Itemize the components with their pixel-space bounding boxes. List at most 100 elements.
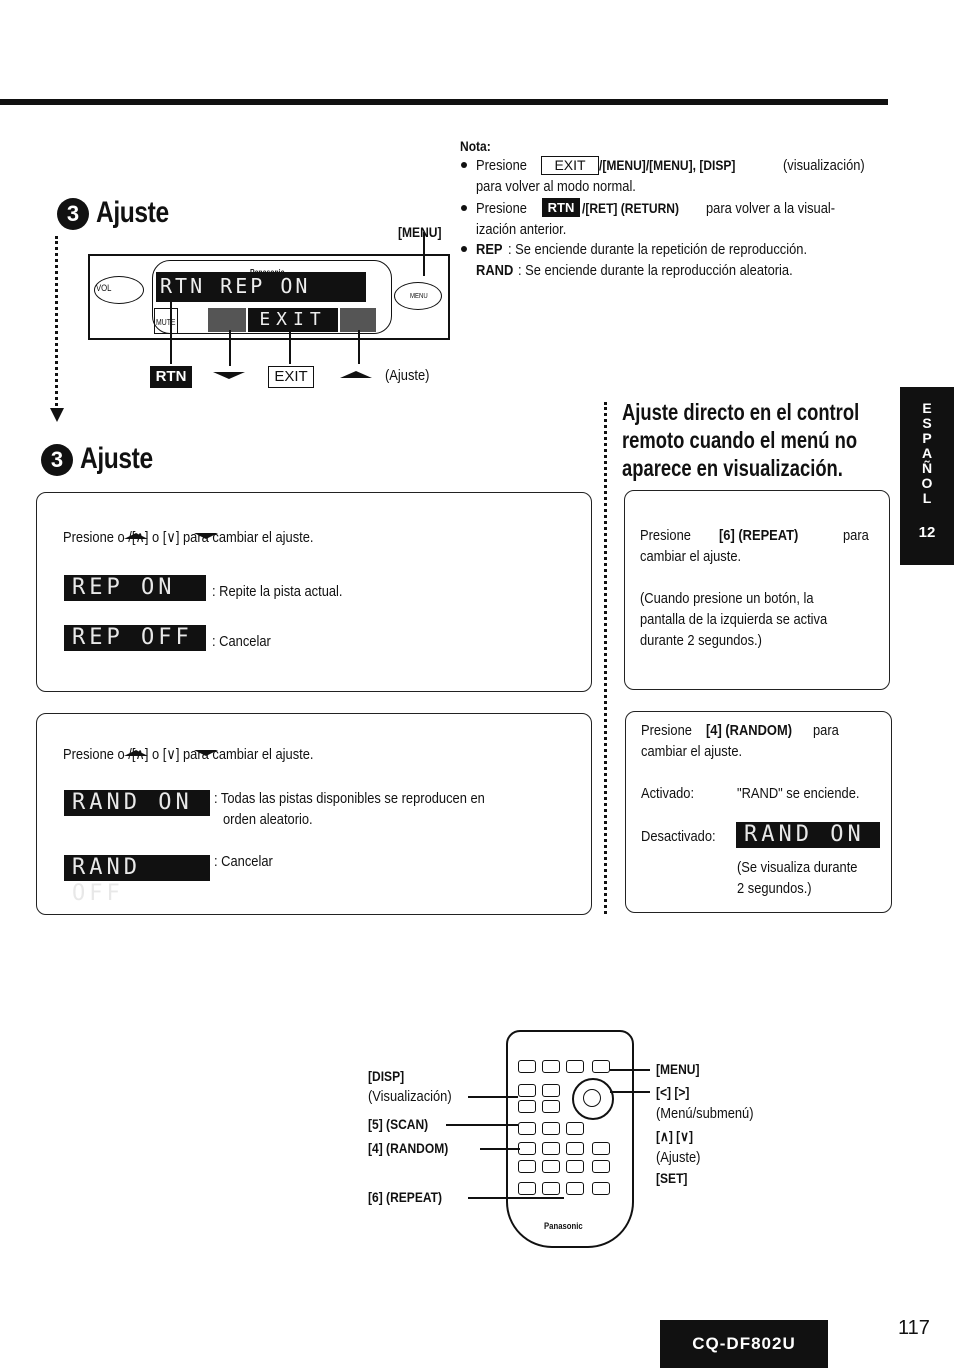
step-title: Ajuste (80, 442, 153, 475)
direct-rep-line: (Cuando presione un botón, la (640, 590, 814, 607)
rand-on-desc-2: orden aleatorio. (223, 811, 313, 828)
remote-button (518, 1084, 536, 1097)
callout-line (358, 330, 360, 364)
callout-line (468, 1096, 518, 1098)
remote-button (566, 1122, 584, 1135)
remote-button (592, 1142, 610, 1155)
repeat-label: [6] (REPEAT) (368, 1189, 443, 1205)
direct-rep-line: cambiar el ajuste. (640, 548, 742, 565)
direct-rand-pre: Presione (641, 722, 692, 739)
tab-letter: Ñ (921, 460, 933, 476)
direct-rand-note: 2 segundos.) (737, 880, 812, 897)
tab-letter: L (922, 490, 932, 506)
menu-key-label: [MENU] (656, 1061, 700, 1077)
nota-b2-keys: /[RET] (RETURN) (582, 200, 679, 216)
nota-b1-pre: Presione (476, 157, 527, 174)
callout-line (423, 232, 425, 276)
step-number-badge: 3 (57, 198, 89, 230)
up-arrow-icon (124, 533, 148, 539)
display-top (156, 272, 366, 302)
display-top-text: RTN REP ON (160, 274, 311, 298)
activado-label: Activado: (641, 785, 695, 802)
menu-knob (394, 282, 442, 310)
nota-b4-rest: : Se enciende durante la reproducción al… (518, 262, 793, 279)
head-unit-diagram: VOL Panasonic RTN REP ON MUTE EXIT MENU (88, 254, 450, 340)
callout-line (289, 330, 291, 364)
remote-button (566, 1060, 584, 1073)
tab-letter: P (922, 430, 932, 446)
direct-rep-post: para (843, 527, 869, 544)
remote-button (566, 1182, 584, 1195)
language-letters: E S P A Ñ O L (900, 387, 954, 506)
remote-button (542, 1182, 560, 1195)
nota-b2-pre: Presione (476, 200, 527, 217)
remote-brand: Panasonic (544, 1221, 583, 1231)
direct-random-box (625, 711, 892, 913)
down-button (208, 308, 246, 332)
set-key-label: [SET] (656, 1170, 688, 1186)
ud-key-label: [∧] [∨] (656, 1128, 694, 1144)
ajuste-label: (Ajuste) (385, 367, 430, 384)
remote-button (592, 1182, 610, 1195)
top-rule (0, 99, 888, 105)
callout-line (610, 1069, 650, 1071)
nota-b1-rest: (visualización) (783, 157, 865, 174)
page-number: 117 (898, 1317, 930, 1339)
mute-button (154, 308, 178, 334)
exit-key: EXIT (541, 156, 599, 175)
column-divider (604, 402, 607, 914)
disp-sub-label: (Visualización) (368, 1088, 452, 1105)
nota-heading: Nota: (460, 138, 491, 154)
display-bottom: EXIT (248, 308, 338, 332)
up-arrow-icon (124, 750, 148, 756)
lcd-rand-on: RAND ON (64, 790, 210, 816)
tab-letter: O (921, 475, 933, 491)
remote-button (518, 1142, 536, 1155)
rtn-key: RTN (542, 198, 580, 217)
step-title: Ajuste (96, 196, 169, 229)
direct-repeat-box (624, 490, 890, 690)
rep-instruction: Presione o /[∧] o [∨] para cambiar el aj… (63, 529, 314, 546)
ud-sub-label: (Ajuste) (656, 1149, 701, 1166)
nota-b2-line2: ización anterior. (476, 221, 567, 238)
activado-value: "RAND" se enciende. (737, 785, 860, 802)
heading-line: Ajuste directo en el control (622, 399, 860, 425)
bullet-icon (461, 162, 467, 168)
repeat-settings-box (36, 492, 592, 692)
step-connector (55, 236, 58, 411)
direct-rand-key: [4] (RANDOM) (706, 722, 792, 739)
desactivado-label: Desactivado: (641, 828, 716, 845)
exit-tag: EXIT (268, 366, 314, 388)
mute-label: MUTE (156, 318, 176, 327)
nota-b3-key: REP (476, 241, 503, 258)
tab-letter: S (922, 415, 932, 431)
down-arrow-icon (194, 750, 218, 756)
direct-rep-line: pantalla de la izquierda se activa (640, 611, 828, 628)
remote-control-diagram: Panasonic (506, 1030, 634, 1248)
rep-off-desc: : Cancelar (212, 633, 271, 650)
lcd-rand-off: RAND OFF (64, 855, 210, 906)
faceplate (152, 260, 392, 334)
remote-button (542, 1160, 560, 1173)
direct-rand-post: para (813, 722, 839, 739)
direct-rep-line: durante 2 segundos.) (640, 632, 762, 649)
nota-b3-rest: : Se enciende durante la repetición de r… (508, 241, 808, 258)
remote-button (542, 1084, 560, 1097)
lr-key-label: [<] [>] (656, 1084, 690, 1100)
remote-button (518, 1060, 536, 1073)
up-arrow-icon (340, 371, 372, 378)
rand-on-desc: : Todas las pistas disponibles se reprod… (214, 790, 485, 807)
random-label: [4] (RANDOM) (368, 1140, 449, 1156)
lcd-rep-off: REP OFF (64, 625, 206, 651)
lcd-rand-on: RAND ON (736, 822, 880, 848)
callout-line (480, 1148, 520, 1150)
model-number: CQ-DF802U (660, 1320, 828, 1368)
direct-rep-key: [6] (REPEAT) (719, 527, 799, 544)
remote-button (542, 1142, 560, 1155)
nota-b1-line2: para volver al modo normal. (476, 178, 636, 195)
rand-instruction: Presione o /[∧] o [∨] para cambiar el aj… (63, 746, 314, 763)
nota-b1-keys: /[MENU]/[MENU], [DISP] (599, 157, 736, 173)
volume-knob (94, 276, 144, 304)
rtn-tag: RTN (150, 366, 192, 388)
scan-label: [5] (SCAN) (368, 1116, 429, 1132)
